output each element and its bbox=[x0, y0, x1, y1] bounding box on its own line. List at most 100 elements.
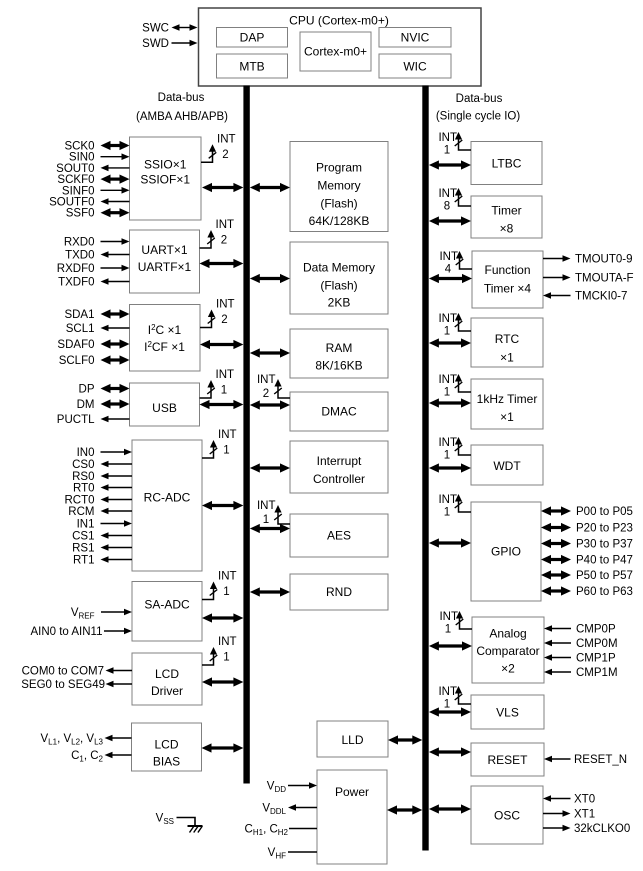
svg-text:SWC: SWC bbox=[142, 23, 169, 35]
svg-text:I2C ×1: I2C ×1 bbox=[148, 323, 182, 337]
svg-text:UART×1: UART×1 bbox=[141, 243, 187, 257]
svg-text:1: 1 bbox=[223, 586, 229, 598]
svg-text:RXDF0: RXDF0 bbox=[57, 263, 95, 275]
svg-text:RND: RND bbox=[326, 585, 352, 599]
svg-text:CMP1P: CMP1P bbox=[576, 653, 616, 665]
svg-text:INT: INT bbox=[438, 188, 457, 200]
svg-text:2: 2 bbox=[263, 388, 269, 400]
svg-text:VDDL: VDDL bbox=[262, 803, 286, 817]
svg-text:INT: INT bbox=[217, 133, 236, 145]
svg-text:×8: ×8 bbox=[500, 222, 514, 236]
svg-text:×2: ×2 bbox=[501, 662, 515, 676]
svg-text:1: 1 bbox=[221, 385, 227, 397]
svg-text:CMP1M: CMP1M bbox=[576, 667, 618, 679]
svg-text:Controller: Controller bbox=[313, 472, 365, 486]
svg-text:VDD: VDD bbox=[267, 781, 286, 795]
svg-text:INT: INT bbox=[438, 132, 457, 144]
svg-text:P60 to P63: P60 to P63 bbox=[576, 586, 633, 598]
svg-text:VHF: VHF bbox=[268, 847, 286, 861]
svg-text:1: 1 bbox=[445, 624, 451, 636]
svg-text:INT: INT bbox=[218, 636, 237, 648]
svg-text:SINF0: SINF0 bbox=[62, 185, 95, 197]
svg-text:CMP0M: CMP0M bbox=[576, 638, 618, 650]
svg-text:CPU (Cortex-m0+): CPU (Cortex-m0+) bbox=[289, 14, 389, 28]
svg-text:INT: INT bbox=[439, 251, 458, 263]
svg-text:INT: INT bbox=[439, 611, 458, 623]
svg-text:1: 1 bbox=[223, 652, 229, 664]
svg-text:INT: INT bbox=[438, 374, 457, 386]
svg-text:SCLF0: SCLF0 bbox=[59, 355, 95, 367]
svg-text:RT0: RT0 bbox=[73, 483, 95, 495]
svg-text:INT: INT bbox=[216, 369, 235, 381]
svg-text:VSS: VSS bbox=[156, 813, 174, 827]
svg-text:COM0 to COM7: COM0 to COM7 bbox=[22, 666, 104, 678]
svg-text:CMP0P: CMP0P bbox=[576, 624, 616, 636]
svg-text:TMOUTA-F: TMOUTA-F bbox=[575, 273, 634, 285]
svg-text:Timer: Timer bbox=[491, 204, 521, 218]
svg-text:AES: AES bbox=[327, 529, 351, 543]
svg-text:DMAC: DMAC bbox=[321, 405, 357, 419]
svg-text:RC-ADC: RC-ADC bbox=[144, 491, 191, 505]
svg-text:INT: INT bbox=[438, 686, 457, 698]
svg-text:SSIO×1: SSIO×1 bbox=[144, 158, 187, 172]
svg-text:×1: ×1 bbox=[500, 410, 514, 424]
svg-text:RAM: RAM bbox=[326, 341, 353, 355]
svg-text:SCK0: SCK0 bbox=[64, 141, 94, 153]
svg-text:Program: Program bbox=[316, 161, 362, 175]
svg-text:INT: INT bbox=[438, 494, 457, 506]
svg-text:INT: INT bbox=[438, 437, 457, 449]
svg-text:RS0: RS0 bbox=[72, 471, 94, 483]
svg-text:SDAF0: SDAF0 bbox=[57, 339, 94, 351]
svg-text:CS0: CS0 bbox=[72, 459, 94, 471]
svg-text:(Flash): (Flash) bbox=[320, 197, 357, 211]
svg-text:SCKF0: SCKF0 bbox=[57, 174, 94, 186]
svg-text:Memory: Memory bbox=[317, 179, 360, 193]
svg-text:Function: Function bbox=[484, 263, 530, 277]
svg-text:8: 8 bbox=[444, 201, 450, 213]
svg-text:USB: USB bbox=[152, 401, 177, 415]
svg-text:SCL1: SCL1 bbox=[66, 323, 95, 335]
svg-text:1: 1 bbox=[223, 445, 229, 457]
svg-text:1: 1 bbox=[444, 387, 450, 399]
svg-text:AIN0 to AIN11: AIN0 to AIN11 bbox=[30, 626, 102, 638]
svg-text:INT: INT bbox=[218, 429, 237, 441]
svg-text:Data-bus: Data-bus bbox=[456, 93, 503, 105]
svg-text:P30 to P37: P30 to P37 bbox=[576, 539, 633, 551]
svg-text:32kCLKO0: 32kCLKO0 bbox=[574, 823, 630, 835]
svg-text:RCT0: RCT0 bbox=[64, 495, 94, 507]
svg-text:Power: Power bbox=[335, 785, 369, 799]
svg-text:Data Memory: Data Memory bbox=[303, 261, 375, 275]
svg-text:BIAS: BIAS bbox=[153, 755, 180, 769]
svg-text:Interrupt: Interrupt bbox=[317, 454, 362, 468]
svg-text:SWD: SWD bbox=[142, 38, 169, 50]
svg-text:LCD: LCD bbox=[154, 738, 178, 752]
svg-text:2: 2 bbox=[222, 149, 228, 161]
svg-text:TMOUT0-9: TMOUT0-9 bbox=[575, 254, 633, 266]
svg-text:SEG0 to SEG49: SEG0 to SEG49 bbox=[21, 679, 105, 691]
svg-text:IN1: IN1 bbox=[77, 519, 95, 531]
svg-text:1: 1 bbox=[444, 450, 450, 462]
svg-text:Timer ×4: Timer ×4 bbox=[484, 282, 532, 296]
svg-text:RESET: RESET bbox=[487, 753, 528, 767]
svg-text:P20 to P23: P20 to P23 bbox=[576, 523, 633, 535]
svg-text:INT: INT bbox=[216, 299, 235, 311]
svg-text:C1, C2: C1, C2 bbox=[71, 750, 103, 764]
svg-text:VREF: VREF bbox=[71, 607, 95, 621]
svg-text:XT1: XT1 bbox=[574, 809, 595, 821]
svg-text:1kHz Timer: 1kHz Timer bbox=[477, 392, 538, 406]
svg-text:(AMBA AHB/APB): (AMBA AHB/APB) bbox=[136, 111, 228, 123]
svg-text:INT: INT bbox=[257, 500, 276, 512]
svg-text:P40 to P47: P40 to P47 bbox=[576, 555, 633, 567]
svg-text:×1: ×1 bbox=[500, 351, 514, 365]
svg-text:RXD0: RXD0 bbox=[64, 237, 95, 249]
svg-text:TMCKI0-7: TMCKI0-7 bbox=[575, 291, 627, 303]
svg-text:1: 1 bbox=[444, 699, 450, 711]
svg-text:4: 4 bbox=[445, 264, 452, 276]
svg-text:Driver: Driver bbox=[151, 684, 183, 698]
svg-text:UARTF×1: UARTF×1 bbox=[138, 260, 192, 274]
svg-text:WIC: WIC bbox=[403, 60, 427, 74]
svg-text:Comparator: Comparator bbox=[476, 644, 539, 658]
svg-text:WDT: WDT bbox=[493, 459, 521, 473]
svg-text:LCD: LCD bbox=[155, 667, 179, 681]
svg-text:CH1, CH2: CH1, CH2 bbox=[245, 824, 289, 838]
